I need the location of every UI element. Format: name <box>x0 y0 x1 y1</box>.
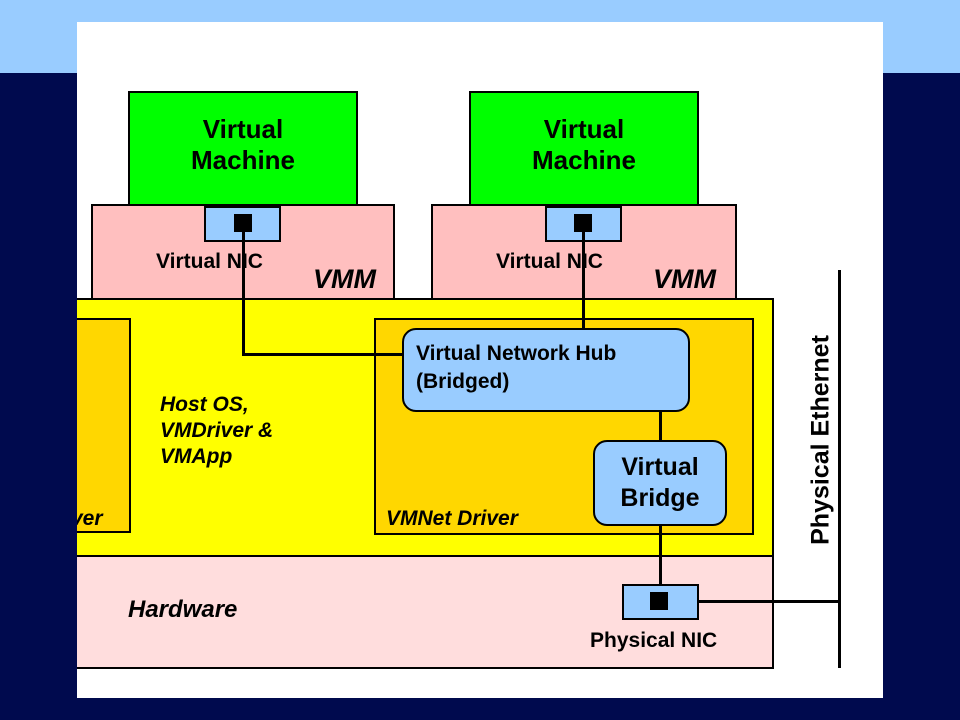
virtual-bridge <box>593 440 727 526</box>
virtual-machine-label-right: Virtual Machine <box>531 114 637 175</box>
vmm-label-left: VMM <box>313 264 376 294</box>
bridge-to-physical-nic-line <box>659 524 662 586</box>
left-driver-box <box>77 318 131 533</box>
virtual-machine-right <box>469 91 699 206</box>
virtual-network-hub <box>402 328 690 412</box>
virtual-nic-port-left <box>234 214 252 232</box>
left-driver-label: ver <box>77 507 103 530</box>
virtual-nic-label-right: Virtual NIC <box>496 250 603 273</box>
vmnet-driver-label: VMNet Driver <box>386 507 518 530</box>
virtual-machine-left <box>128 91 358 206</box>
virtual-bridge-label: Virtual Bridge <box>620 453 700 512</box>
virtual-nic-port-right <box>574 214 592 232</box>
physical-nic-label: Physical NIC <box>590 629 718 652</box>
hub-to-bridge-line <box>659 410 662 442</box>
physical-nic-to-ethernet-line <box>666 600 841 603</box>
host-os-label: Host OS, VMDriver & VMApp <box>160 393 274 468</box>
physical-nic <box>622 584 699 620</box>
virtual-machine-label-left: Virtual Machine <box>190 114 296 175</box>
right-nic-to-hub-line <box>582 228 585 330</box>
virtual-network-hub-label: Virtual Network Hub (Bridged) <box>416 342 617 393</box>
left-nic-to-hub-line <box>242 353 404 356</box>
physical-ethernet-line <box>838 270 841 668</box>
virtual-nic-label-left: Virtual NIC <box>156 250 263 273</box>
hardware-label: Hardware <box>128 596 238 623</box>
physical-nic-port <box>650 592 668 610</box>
left-nic-vertical-line <box>242 228 245 356</box>
diagram-slide: ver Host OS, VMDriver & VMApp VMNet Driv… <box>77 22 883 698</box>
vmm-label-right: VMM <box>653 264 716 294</box>
physical-ethernet-label: Physical Ethernet <box>806 335 835 545</box>
